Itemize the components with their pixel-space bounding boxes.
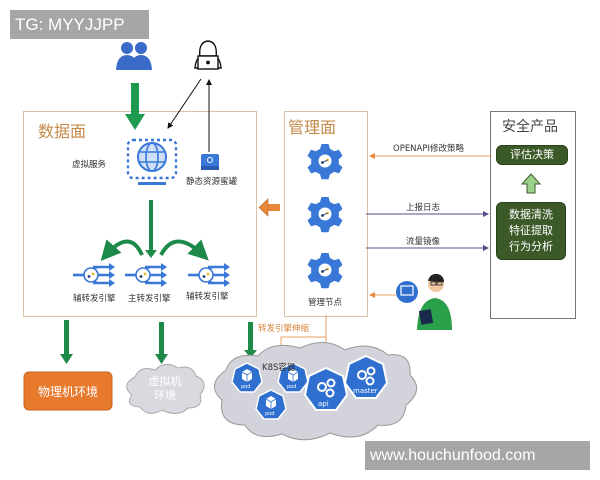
virtual-service-label: 虚拟服务 (72, 160, 107, 170)
hacker-icon (194, 40, 222, 70)
virtual-cloud-icon (126, 364, 205, 414)
arrow-to-physical (60, 320, 73, 364)
virtual-env-label: 虚拟机 环境 (140, 375, 190, 403)
analysis-box: 数据清洗 特征提取 行为分析 (496, 202, 566, 260)
analysis-line-1: 数据清洗 (509, 208, 553, 221)
gear-icon-3 (307, 252, 343, 289)
api-label: api (318, 400, 329, 408)
virtual-env-line-2: 环境 (154, 389, 176, 402)
honeypot-drive-icon (201, 154, 219, 170)
arrow-hacker-to-globe (167, 78, 202, 129)
data-plane-title: 数据面 (38, 122, 87, 141)
physical-env-box (23, 371, 113, 411)
watermark-top: TG: MYYJJPP (10, 10, 149, 39)
k8s-label: K8S容器 (262, 363, 296, 373)
arrow-to-k8s (244, 322, 257, 358)
engine-scaling-label: 转发引擎伸缩 (258, 324, 310, 334)
analysis-line-2: 特征提取 (509, 224, 553, 237)
pod-label-1: pod (241, 384, 251, 390)
openapi-label: OPENAPI修改策略 (393, 144, 464, 154)
traffic-mirror-label: 流量镜像 (406, 237, 441, 247)
physical-env-label: 物理机环境 (37, 385, 98, 399)
static-honeypot-label: 静态资源蜜罐 (186, 177, 238, 187)
curve-arrow-left (100, 239, 144, 261)
security-title: 安全产品 (502, 119, 558, 135)
mgmt-node-label: 管理节点 (308, 298, 343, 308)
users-icon (116, 42, 152, 70)
security-up-arrow (520, 173, 542, 194)
master-label: master (353, 387, 378, 395)
engine-icon-left (71, 261, 117, 289)
admin-person-icon (396, 273, 452, 330)
report-log-label: 上报日志 (406, 203, 441, 213)
curve-arrow-right (159, 239, 209, 261)
engine-label-right: 辅转发引擎 (186, 292, 229, 302)
gear-icon-1 (307, 143, 343, 180)
watermark-bottom: www.houchunfood.com (365, 441, 590, 470)
gear-icon-2 (307, 196, 343, 233)
virtual-env-line-1: 虚拟机 (148, 375, 182, 388)
decision-box: 评估决策 (496, 145, 568, 165)
orange-arrow-mgmt-to-data (258, 198, 280, 217)
green-arrow-main-engine (145, 200, 157, 258)
pod-label-2: pod (287, 384, 297, 390)
mgmt-plane-title: 管理面 (288, 118, 337, 137)
globe-icon (126, 138, 178, 185)
engine-label-left: 辅转发引擎 (73, 294, 116, 304)
arrow-to-virtual (155, 322, 168, 364)
engine-label-main: 主转发引擎 (128, 294, 171, 304)
engine-icon-right (186, 261, 232, 289)
pod-label-3: pod (265, 411, 275, 417)
analysis-line-3: 行为分析 (509, 240, 553, 253)
green-arrow-users (125, 83, 145, 130)
engine-icon-main (123, 261, 169, 289)
